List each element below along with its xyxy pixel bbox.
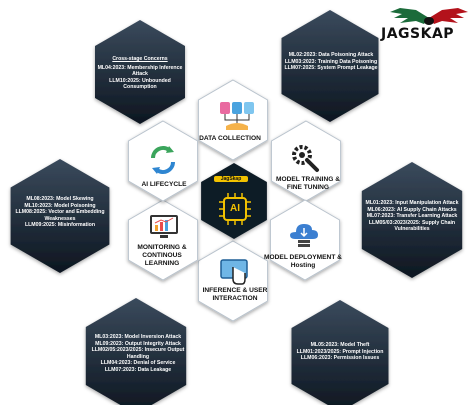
cycle-arrows-icon (151, 146, 175, 174)
risk-line: ML10:2023: Model Poisoning (24, 202, 96, 209)
monitoring-label: MONITORING & CONTINOUS LEARNING (137, 244, 187, 267)
hex-lifecycle (127, 120, 199, 202)
monitoring-risks-text: ML08:2023: Model Skewing ML10:2023: Mode… (8, 196, 112, 229)
model-deployment-risks-text: ML05:2023: Model Theft LLM01:2023/2025: … (288, 342, 392, 362)
cross-stage-line: ML04:2023: Membership Inference Attack (97, 64, 183, 78)
cross-stage-heading: Cross-stage Concerns (112, 56, 168, 62)
model-training-risks-text: ML01:2023: Input Manipulation Attack ML0… (360, 200, 464, 233)
risk-line: LLM05/03:2023/2025: Supply Chain Vulnera… (368, 219, 456, 233)
risk-line: LLM04:2023: Denial of Service (100, 360, 176, 366)
risk-line: LLM03:2023: Training Data Poisoning (284, 58, 378, 65)
eagle-wings-logo-icon (390, 8, 468, 25)
risk-line: LLM07:2023: Data Leakage (104, 366, 172, 373)
risk-line: ML09:2023: Output Integrity Attack (95, 340, 181, 347)
model-training-label: MODEL TRAINING & FINE TUNING (276, 176, 340, 191)
hex-inference-risks (85, 298, 187, 405)
ai-chip-icon (219, 193, 251, 225)
risk-line: ML01:2023: Input Manipulation Attack (365, 200, 459, 206)
brand-name: JAGSKAP (381, 26, 455, 42)
hex-monitoring (127, 199, 199, 281)
center-symbol: AI (230, 203, 240, 214)
risk-line: ML03:2023: Model Inversion Attack (94, 334, 182, 340)
gear-wrench-icon (292, 145, 319, 172)
hex-cross-stage (95, 20, 185, 124)
data-collection-label: DATA COLLECTION (199, 135, 261, 142)
hex-data-collection-risks (281, 10, 379, 122)
risk-line: ML06:2023: AI Supply Chain Attacks (367, 206, 457, 213)
database-collection-icon (220, 102, 254, 130)
risk-line: LLM02/05:2023/2025: Insecure Output Hand… (91, 347, 185, 360)
inference-label: INFERENCE & USER INTERACTION (202, 287, 268, 302)
cross-stage-concerns-text: Cross-stage Concerns ML04:2023: Membersh… (92, 56, 188, 91)
risk-line: LLM07:2025: System Prompt Leakage (284, 65, 378, 71)
hex-model-training-risks (361, 162, 463, 278)
risk-line: ML08:2023: Model Skewing (26, 196, 94, 202)
model-deployment-label: MODEL DEPLOYMENT & Hosting (264, 254, 342, 269)
hex-monitoring-risks (10, 159, 110, 273)
touch-screen-icon (220, 259, 248, 285)
cross-stage-line: LLM10:2025: Unbounded Consumption (109, 77, 171, 91)
risk-line: ML07:2023: Transfer Learning Attack (366, 213, 458, 219)
risk-line: LLM01:2023/2025: Prompt Injection (296, 348, 384, 355)
center-badge: JagSkap (214, 176, 248, 183)
inference-risks-text: ML03:2023: Model Inversion Attack ML09:2… (84, 334, 192, 373)
risk-line: ML02:2023: Data Poisoning Attack (288, 52, 374, 58)
cloud-server-icon (290, 224, 318, 247)
risk-line: LLM09:2025: Misinformation (24, 222, 96, 228)
hex-model-deployment-risks (291, 300, 389, 405)
risk-line: ML05:2023: Model Theft (310, 342, 370, 348)
monitor-chart-icon (150, 215, 178, 238)
risk-line: LLM06:2023: Permission Issues (300, 355, 380, 361)
risk-line: LLM08:2025: Vector and Embedding Weaknes… (15, 209, 105, 222)
data-collection-risks-text: ML02:2023: Data Poisoning Attack LLM03:2… (276, 52, 386, 72)
ai-lifecycle-label: AI LIFECYCLE (141, 181, 187, 188)
